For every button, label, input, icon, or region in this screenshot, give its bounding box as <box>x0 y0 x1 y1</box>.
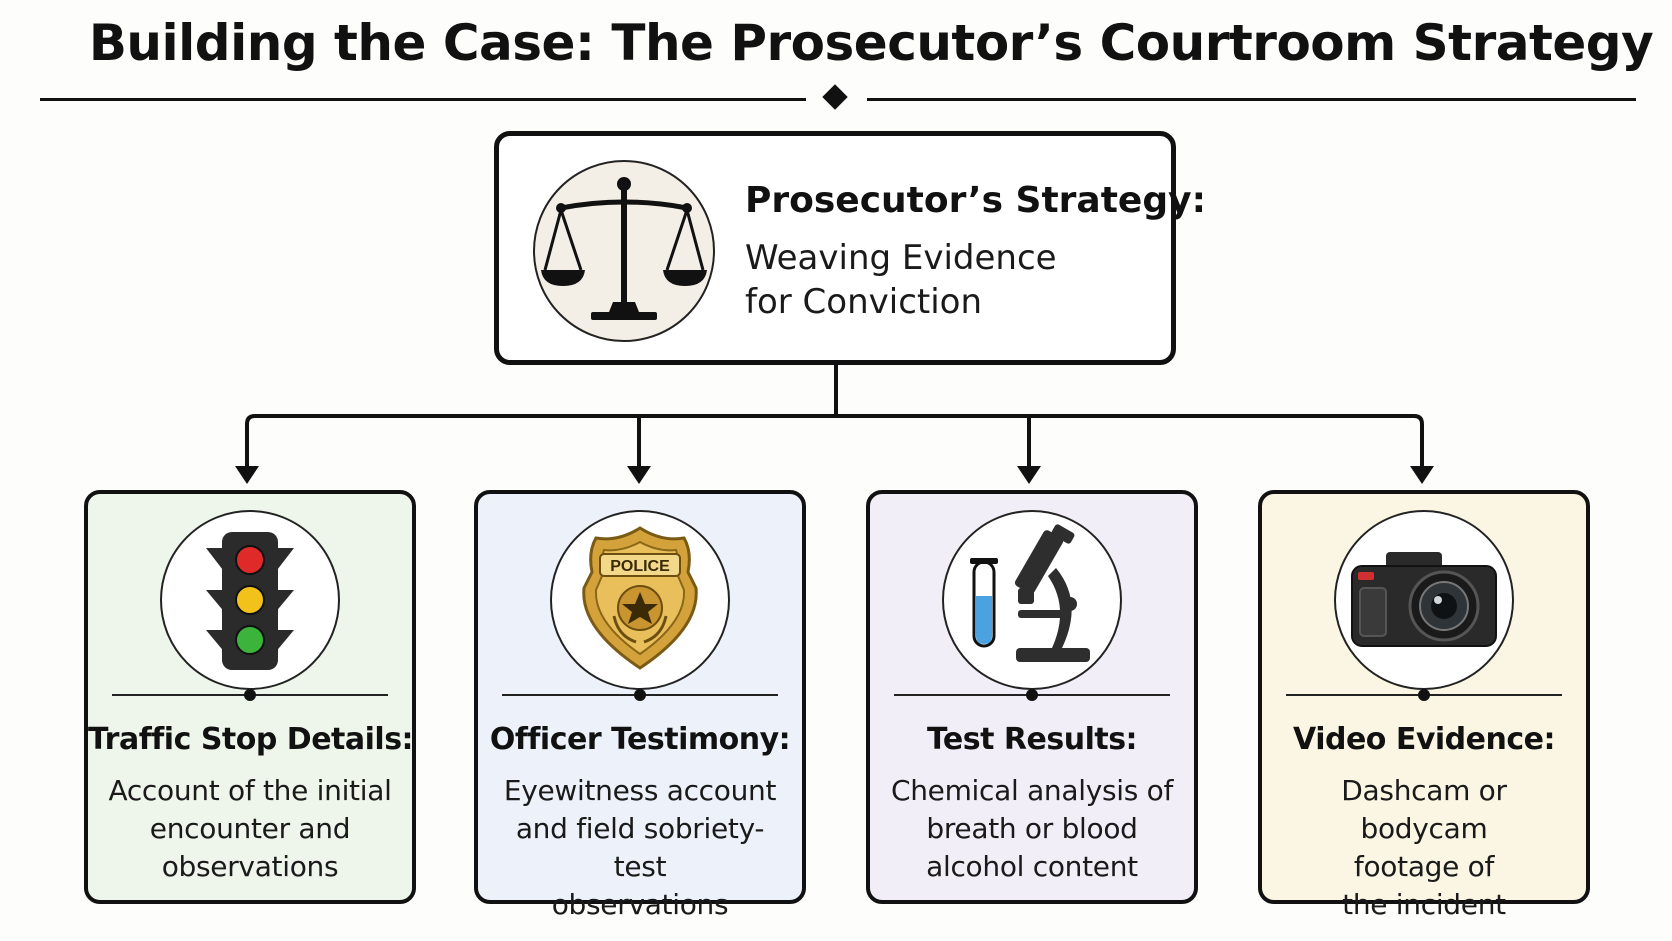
card-description-line: and field sobriety-test <box>515 812 765 883</box>
card-description-line: footage of <box>1353 850 1495 883</box>
traffic-stop-card: Traffic Stop Details: Account of the ini… <box>84 490 416 904</box>
card-description: Eyewitness account and field sobriety-te… <box>492 772 788 924</box>
card-divider-dot <box>244 689 256 701</box>
card-description-line: encounter and <box>149 812 351 845</box>
card-description-line: Account of the initial <box>108 774 392 807</box>
strategy-subtitle-line: for Conviction <box>745 282 983 322</box>
card-description: Dashcam or bodycam footage of the incide… <box>1276 772 1572 924</box>
arrow-down-icon <box>627 466 651 484</box>
card-description-line: Eyewitness account <box>503 774 777 807</box>
test-results-card: Test Results: Chemical analysis of breat… <box>866 490 1198 904</box>
arrow-down-icon <box>235 466 259 484</box>
card-title: Video Evidence: <box>1293 722 1556 757</box>
card-description-line: observations <box>551 888 729 921</box>
arrow-down-icon <box>1017 466 1041 484</box>
microscope-icon <box>942 510 1122 690</box>
card-divider-dot <box>1026 689 1038 701</box>
card-title: Officer Testimony: <box>489 722 791 757</box>
card-description-line: the incident <box>1342 888 1506 921</box>
card-title: Traffic Stop Details: <box>88 722 414 757</box>
title-divider-left <box>40 98 806 101</box>
page-title: Building the Case: The Prosecutor’s Cour… <box>88 14 1654 72</box>
card-divider-dot <box>634 689 646 701</box>
traffic-light-icon <box>160 510 340 690</box>
card-divider-dot <box>1418 689 1430 701</box>
video-evidence-card: Video Evidence: Dashcam or bodycam foota… <box>1258 490 1590 921</box>
officer-testimony-card: POLICE Officer Testimony: Eyewitness acc… <box>474 490 806 921</box>
card-description-line: observations <box>161 850 339 883</box>
card-description-line: Chemical analysis of <box>890 774 1174 807</box>
police-badge-icon: POLICE <box>550 510 730 690</box>
camera-icon <box>1334 510 1514 690</box>
card-description: Account of the initial encounter and obs… <box>102 772 398 886</box>
card-description: Chemical analysis of breath or blood alc… <box>884 772 1180 886</box>
card-title: Test Results: <box>926 722 1138 757</box>
strategy-title: Prosecutor’s Strategy: <box>745 180 1206 221</box>
title-divider-right <box>867 98 1636 101</box>
card-description-line: breath or blood <box>926 812 1138 845</box>
arrow-down-icon <box>1410 466 1434 484</box>
card-description-line: Dashcam or bodycam <box>1341 774 1507 845</box>
strategy-box: Prosecutor’s Strategy: Weaving Evidence … <box>494 131 1206 365</box>
test-tube-icon <box>970 558 998 648</box>
strategy-subtitle-line: Weaving Evidence <box>745 238 1057 278</box>
card-description-line: alcohol content <box>926 850 1138 883</box>
badge-label: POLICE <box>610 558 670 575</box>
strategy-subtitle: Weaving Evidence for Conviction <box>745 236 1145 324</box>
scales-of-justice-icon <box>533 160 715 342</box>
